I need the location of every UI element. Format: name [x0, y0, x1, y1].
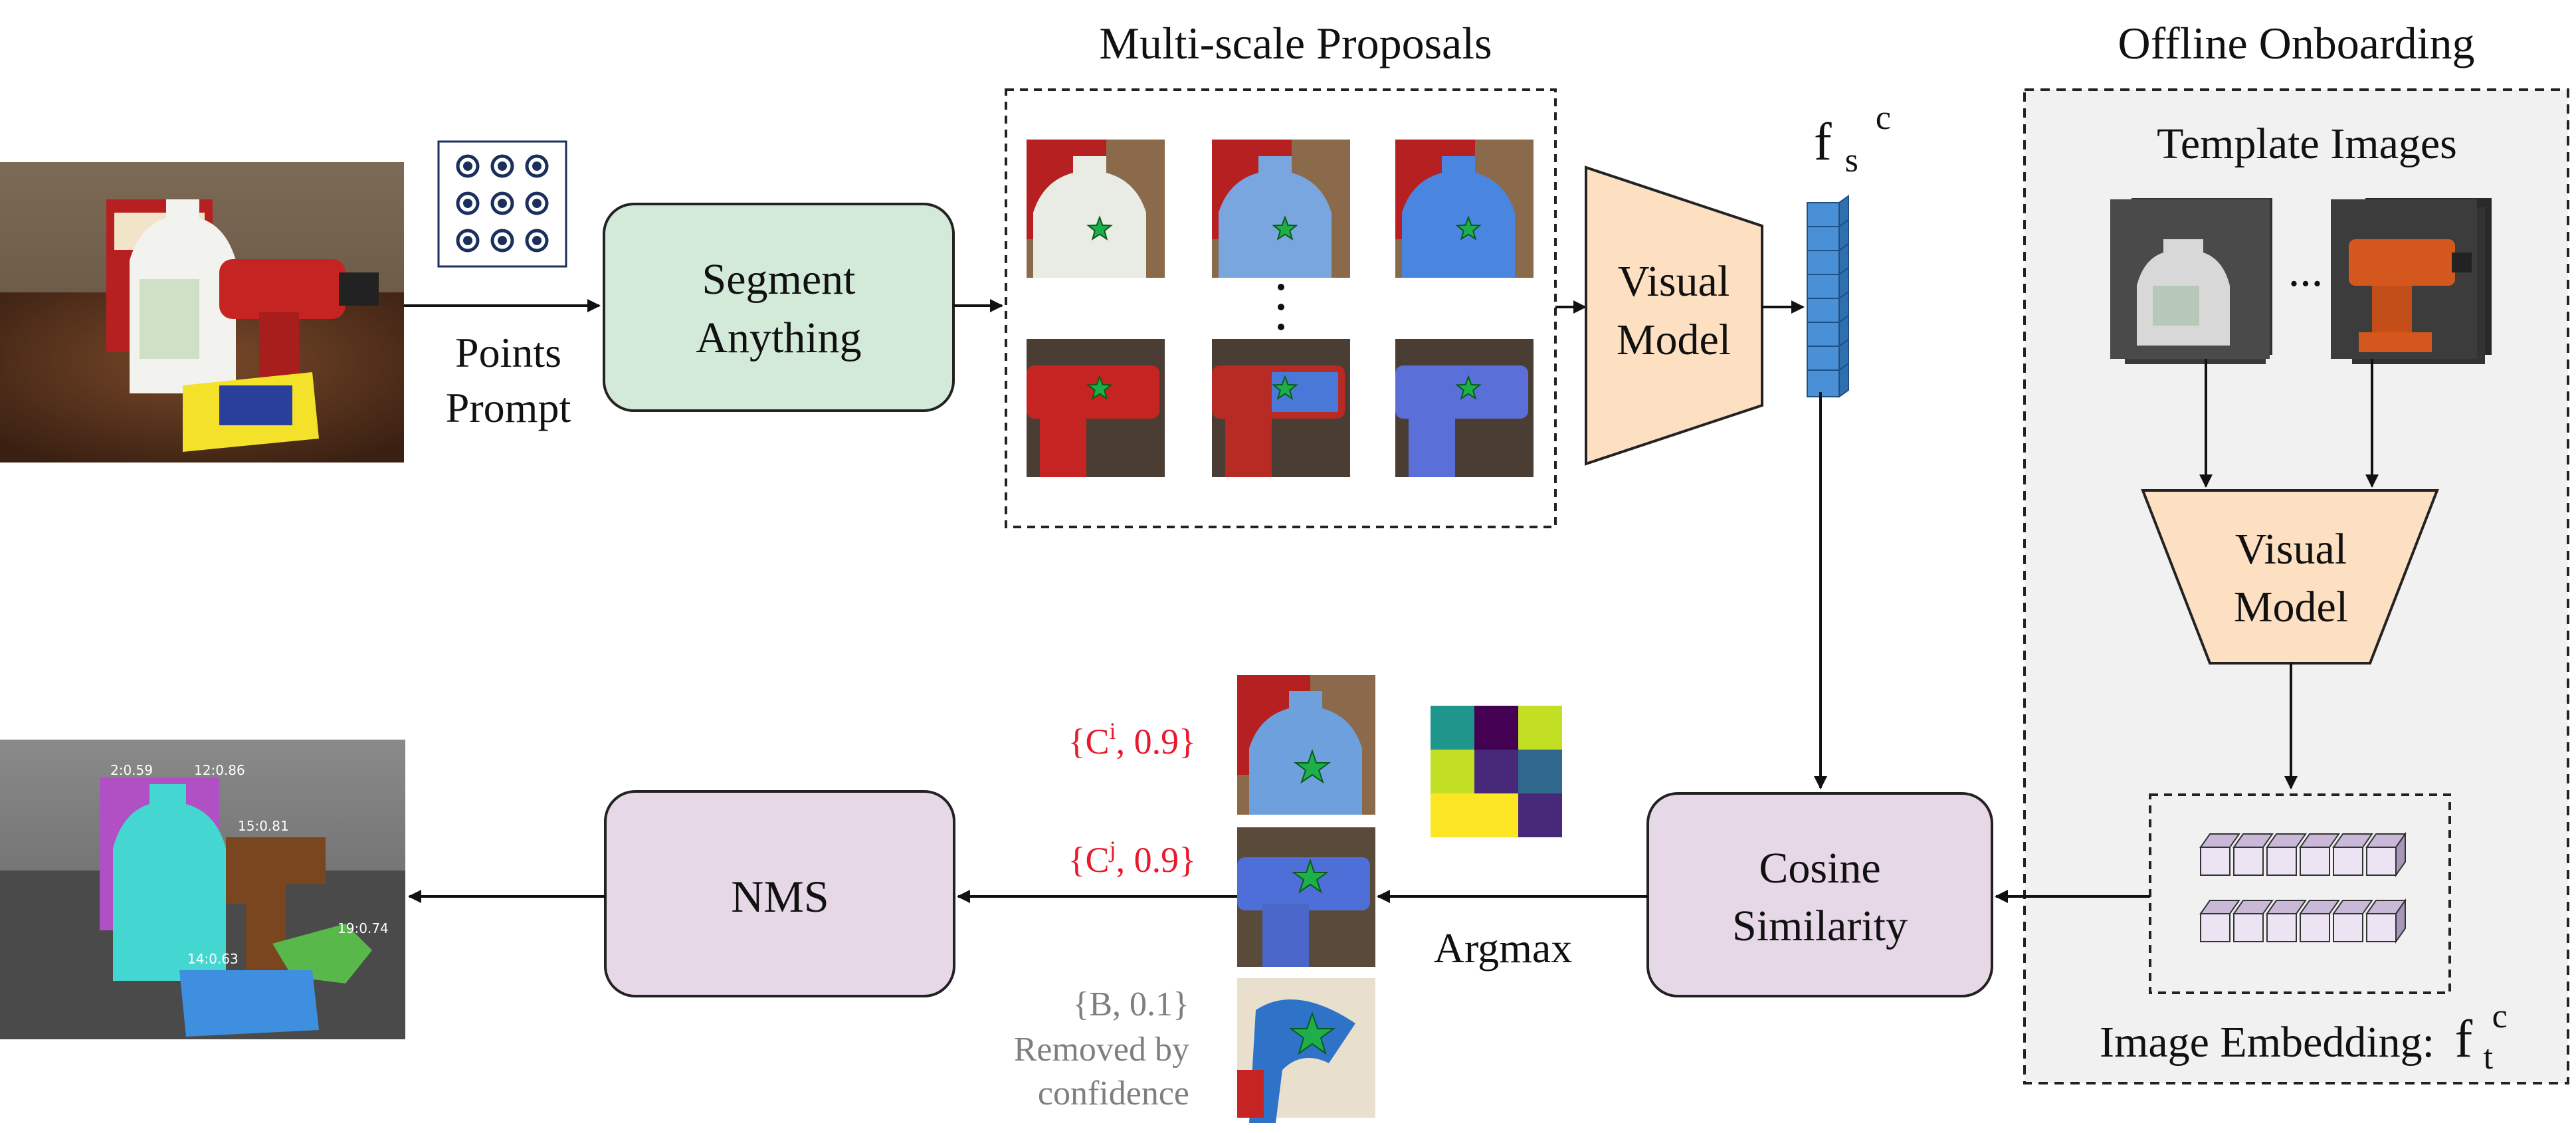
cosine-similarity-box	[1646, 792, 1993, 997]
prompt-point-center	[463, 199, 472, 208]
embedding-cubes	[2199, 831, 2407, 944]
detection-label: 12:0.86	[194, 762, 245, 778]
embedding-cube	[2266, 847, 2297, 876]
visual-model-offline-line1: Visual	[2235, 525, 2347, 573]
argmax-label: Argmax	[1434, 924, 1573, 972]
feature-s-label: f s c	[1814, 99, 1891, 183]
image-embedding-box	[2149, 793, 2451, 994]
feature-cube	[1807, 322, 1840, 350]
removed-label-line1: {B, 0.1}	[1072, 985, 1189, 1023]
embedding-cube	[2266, 913, 2297, 942]
proposal-thumbnails	[1027, 140, 1534, 477]
proposal-thumb-drill	[1212, 339, 1350, 477]
removed-label-line2: Removed by	[1014, 1031, 1189, 1069]
cosine-similarity-line1: Cosine	[1759, 844, 1880, 892]
prompt-point-center	[498, 199, 507, 208]
heatmap-cell	[1431, 750, 1474, 793]
result-thumbnail-bottle	[1237, 675, 1375, 815]
embedding-cube	[2366, 847, 2397, 876]
template-ellipsis: ...	[2288, 245, 2324, 296]
feature-cube	[1807, 226, 1840, 254]
heatmap-cell	[1474, 793, 1518, 837]
template-image-drill	[2331, 198, 2492, 364]
proposal-thumb-bottle	[1212, 140, 1350, 278]
feature-cube	[1807, 274, 1840, 302]
prompt-point-center	[463, 236, 472, 245]
embedding-cube	[2300, 847, 2330, 876]
proposal-thumb-bottle	[1395, 140, 1534, 278]
embedding-cube	[2366, 913, 2397, 942]
vertical-ellipsis-dot	[1278, 304, 1284, 310]
removed-label-line3: confidence	[1038, 1075, 1189, 1112]
nms-box	[604, 790, 955, 997]
result-thumbnail-drill	[1237, 827, 1375, 967]
output-scene-image	[0, 740, 405, 1039]
input-scene-image	[0, 162, 404, 463]
points-prompt-grid	[437, 140, 567, 268]
embedding-cube	[2200, 913, 2230, 942]
segment-anything-line1: Segment	[702, 255, 856, 304]
proposal-thumb-bottle	[1027, 140, 1165, 278]
points-prompt-line1: Points	[455, 329, 561, 376]
heatmap-cell	[1431, 793, 1474, 837]
similarity-heatmap	[1431, 706, 1562, 837]
embedding-cube	[2233, 913, 2264, 942]
feature-cube	[1807, 346, 1840, 373]
prompt-point-center	[498, 161, 507, 171]
feature-cube	[1807, 298, 1840, 326]
embedding-cube	[2333, 847, 2363, 876]
heatmap-cell	[1518, 706, 1562, 750]
feature-cube	[1807, 369, 1840, 397]
prompt-point-center	[498, 236, 507, 245]
embedding-cube	[2233, 847, 2264, 876]
detection-label: 2:0.59	[110, 762, 153, 778]
detection-label: 15:0.81	[238, 818, 289, 834]
feature-cube	[1807, 202, 1840, 230]
proposal-thumb-drill	[1395, 339, 1534, 477]
template-images-label: Template Images	[2157, 120, 2457, 168]
proposals-title: Multi-scale Proposals	[1099, 18, 1492, 68]
offline-onboarding-title: Offline Onboarding	[2118, 18, 2475, 68]
segment-anything-box	[603, 203, 955, 412]
prompt-point-center	[463, 161, 472, 171]
heatmap-cell	[1518, 750, 1562, 793]
output-detection-labels: 2:0.59 12:0.86 15:0.81 19:0.74 14:0.63	[110, 762, 389, 967]
nms-label: NMS	[731, 871, 829, 922]
prompt-point-center	[532, 236, 542, 245]
prompt-point-center	[532, 161, 542, 171]
embedding-cube	[2300, 913, 2330, 942]
result-label-cj: {Cj, 0.9}	[1068, 836, 1196, 880]
heatmap-cell	[1474, 750, 1518, 793]
cosine-similarity-line2: Similarity	[1732, 902, 1908, 950]
feature-s-column	[1807, 195, 1849, 398]
heatmap-cell	[1431, 706, 1474, 750]
embedding-cube	[2200, 847, 2230, 876]
segment-anything-line2: Anything	[696, 314, 861, 362]
vertical-ellipsis-dot	[1278, 284, 1284, 290]
result-label-ci: {Ci, 0.9}	[1068, 718, 1196, 762]
visual-model-offline-line2: Model	[2234, 583, 2348, 631]
heatmap-cell	[1518, 793, 1562, 837]
prompt-point-center	[532, 199, 542, 208]
embedding-cube	[2333, 913, 2363, 942]
detection-label: 19:0.74	[338, 920, 389, 936]
visual-model-offline	[2141, 489, 2439, 665]
detection-label: 14:0.63	[187, 951, 239, 967]
image-embedding-label: Image Embedding: f t c	[2100, 997, 2508, 1079]
visual-model-online-line2: Model	[1617, 316, 1731, 364]
feature-cube	[1807, 250, 1840, 278]
result-thumbnail-removed	[1237, 978, 1375, 1123]
heatmap-cell	[1474, 706, 1518, 750]
visual-model-online	[1585, 165, 1763, 466]
proposal-thumb-drill	[1027, 339, 1165, 477]
template-image-bottle	[2110, 198, 2272, 364]
vertical-ellipsis-dot	[1278, 324, 1284, 330]
visual-model-online-line1: Visual	[1618, 257, 1730, 306]
points-prompt-line2: Prompt	[446, 384, 571, 431]
